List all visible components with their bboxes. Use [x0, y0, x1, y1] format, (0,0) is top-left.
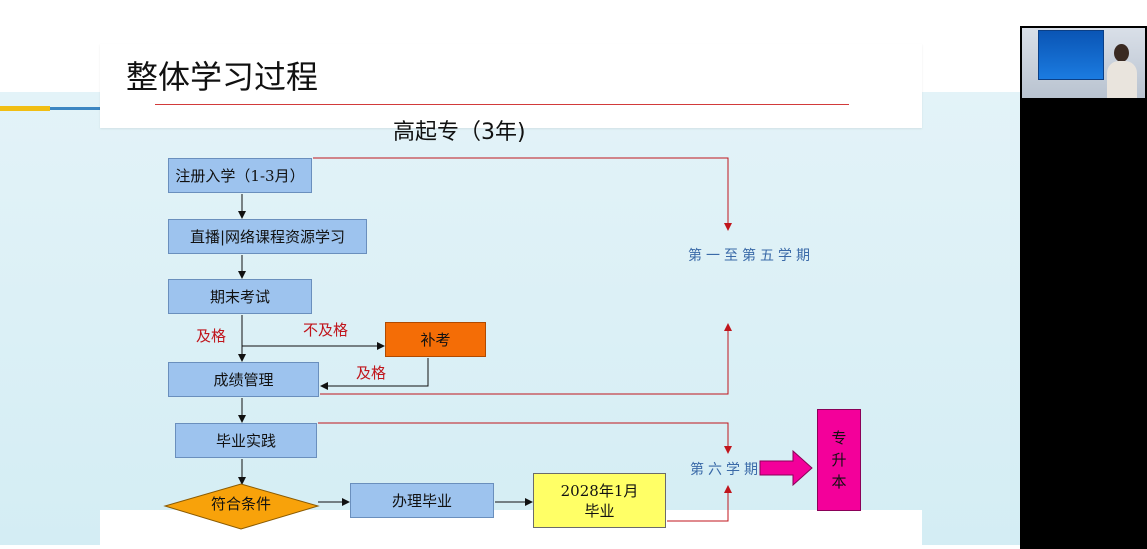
- step-register: 注册入学（1-3月）: [168, 158, 312, 193]
- label-fail-exam: 不及格: [303, 321, 349, 339]
- step-meets-conditions: 符合条件: [210, 494, 271, 513]
- slide-title: 整体学习过程: [126, 58, 319, 96]
- phase-semester-1-5: 第一至第五学期: [688, 248, 814, 264]
- step-final-exam: 期末考试: [168, 279, 312, 314]
- phase2-bracket-bottom: [667, 485, 732, 522]
- label-pass-makeup: 及格: [356, 364, 387, 382]
- title-panel: [100, 44, 922, 128]
- step-course-study: 直播|网络课程资源学习: [168, 219, 367, 254]
- video-panel: [1020, 26, 1147, 549]
- step-graduation-practice: 毕业实践: [175, 423, 317, 458]
- accent-bar-yellow: [0, 106, 50, 111]
- flowchart-connectors: [163, 157, 813, 530]
- step-graduation-procedure: 办理毕业: [350, 483, 494, 518]
- phase1-bracket-bottom: [320, 323, 732, 395]
- graduation-date-line1: 2028年1月: [560, 481, 639, 500]
- phase-semester-6: 第六学期: [690, 462, 762, 478]
- arrow-makeup-to-grades: [320, 358, 429, 390]
- presenter-figure: [1105, 44, 1139, 98]
- presenter-head: [1114, 44, 1129, 62]
- slide-subtitle: 高起专（3年): [393, 120, 526, 145]
- upgrade-label: 专升本: [831, 429, 847, 491]
- label-pass-exam: 及格: [196, 327, 227, 345]
- step-grade-management: 成绩管理: [168, 362, 319, 397]
- video-backdrop-screen: [1038, 30, 1104, 80]
- phase2-bracket-top: [318, 422, 732, 454]
- step-upgrade-bachelor: 专升本: [817, 409, 861, 511]
- accent-bar-blue: [50, 107, 102, 110]
- title-divider: [155, 104, 849, 105]
- step-graduation-date: 2028年1月 毕业: [533, 473, 666, 528]
- upgrade-arrow: [759, 449, 813, 487]
- presenter-body: [1107, 61, 1137, 98]
- step-makeup-exam: 补考: [385, 322, 486, 357]
- condition-diamond: [163, 483, 320, 530]
- graduation-date-line2: 毕业: [584, 501, 615, 520]
- phase1-bracket-top: [313, 157, 732, 231]
